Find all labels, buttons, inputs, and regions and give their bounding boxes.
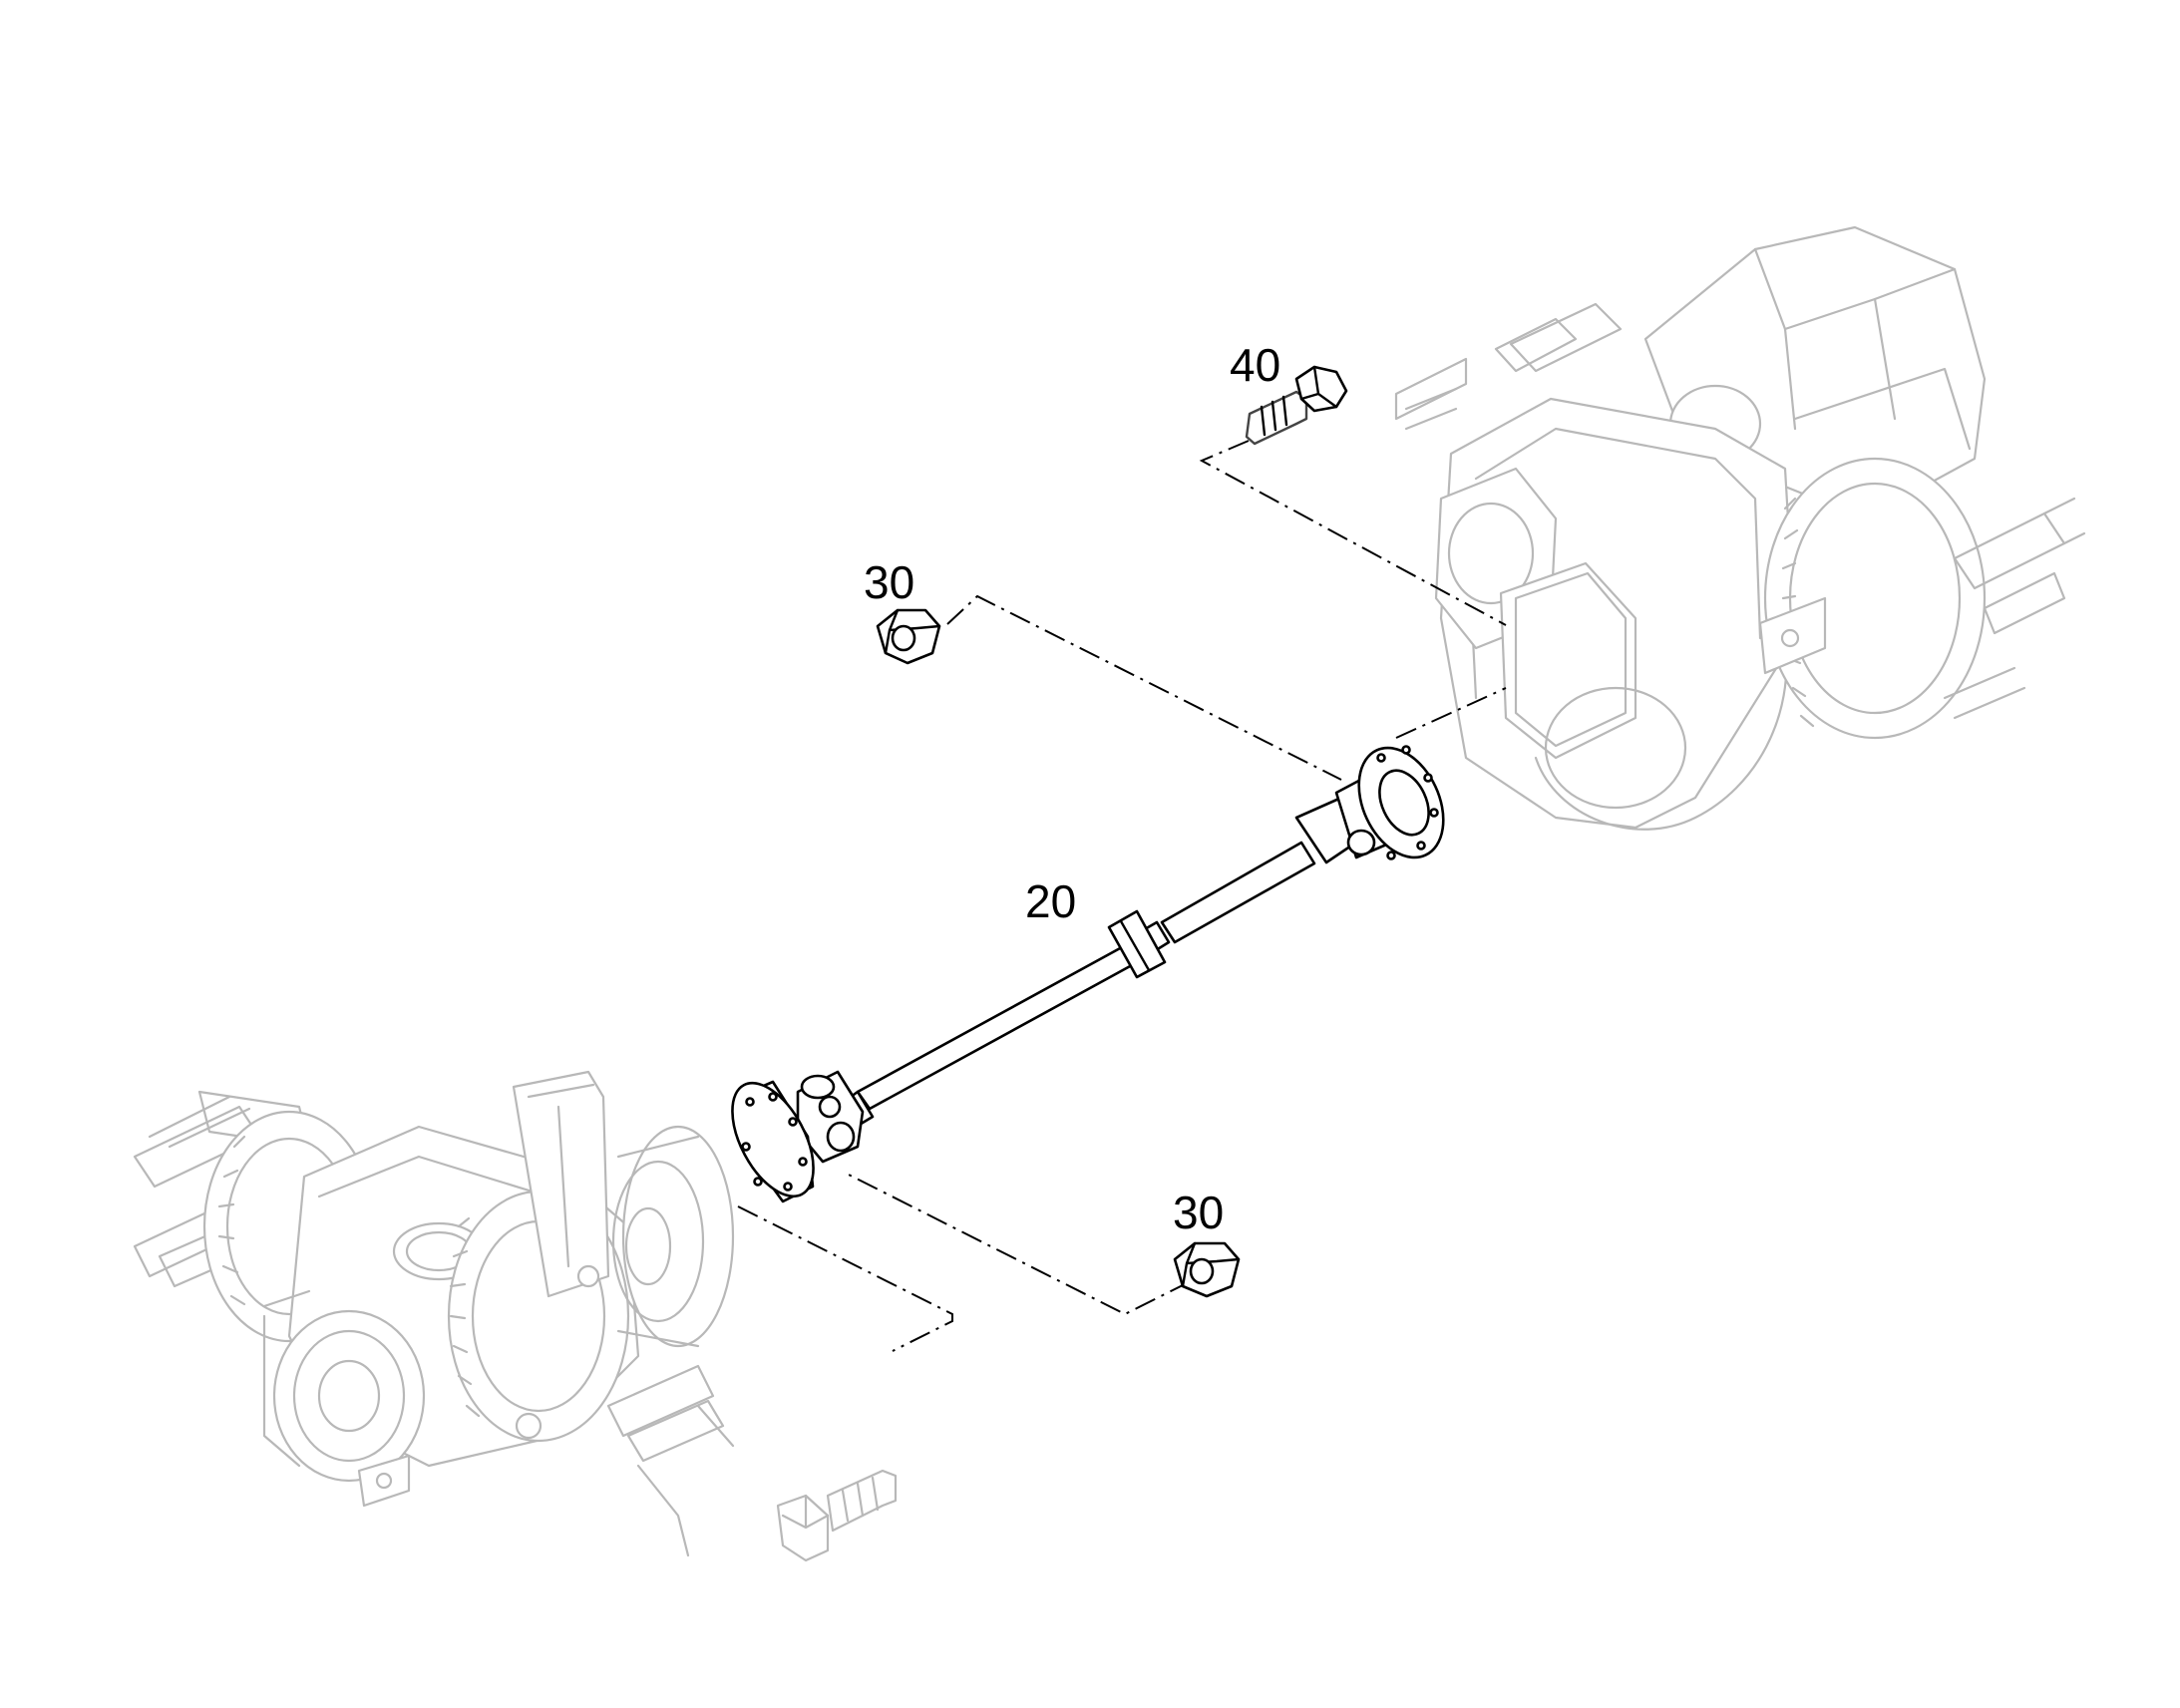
leader-nut-upper [946, 594, 1342, 781]
drive-shaft-part-20[interactable] [716, 734, 1460, 1208]
bolt-part-40[interactable] [1245, 365, 1348, 446]
callout-nut-30-lower: 30 [1173, 1187, 1224, 1238]
leader-nut-lower [842, 1171, 1226, 1316]
leader-bolt-top [1199, 440, 1507, 626]
rear-axle-housing [1394, 225, 2086, 831]
flange-bolt-ghost [776, 1469, 898, 1562]
leader-bolt-bottom [737, 1205, 953, 1352]
leader-lines [737, 440, 1507, 1352]
leader-shaft-rear-flange [1395, 687, 1507, 739]
callout-bolt-40: 40 [1230, 339, 1280, 391]
callout-nut-30-upper: 30 [864, 556, 914, 608]
callout-shaft-20: 20 [1025, 875, 1076, 927]
nut-part-30-lower[interactable] [1173, 1241, 1241, 1298]
front-axle-housing [133, 1070, 735, 1557]
nut-part-30-upper[interactable] [876, 608, 941, 665]
